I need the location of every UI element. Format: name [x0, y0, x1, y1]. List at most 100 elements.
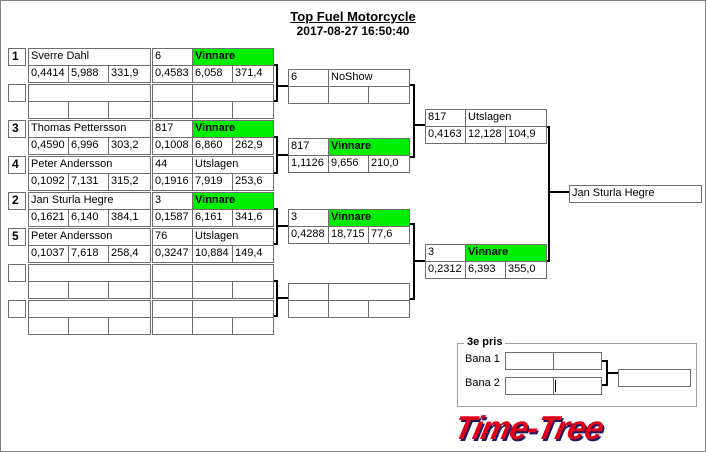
round1-result-number[interactable]: 3: [152, 192, 193, 210]
round3-result-status[interactable]: Vinnare: [465, 244, 547, 262]
round1-result-status[interactable]: Utslagen: [192, 156, 274, 174]
round1-result-status[interactable]: [192, 300, 274, 318]
entry-reaction-time[interactable]: 0,4414: [28, 65, 69, 83]
round1-result-speed[interactable]: 262,9: [232, 137, 274, 155]
round1-result-reaction-time[interactable]: 0,3247: [152, 245, 193, 263]
round3-result-reaction-time[interactable]: 0,2312: [425, 261, 466, 279]
round2-result-status[interactable]: Vinnare: [328, 138, 410, 156]
round1-result-speed[interactable]: 341,6: [232, 209, 274, 227]
racer-name[interactable]: Jan Sturla Hegre: [28, 192, 151, 210]
round1-result-number[interactable]: 44: [152, 156, 193, 174]
racer-name[interactable]: [28, 84, 151, 102]
third-place-result-field[interactable]: [618, 369, 691, 387]
racer-name[interactable]: [28, 264, 151, 282]
round2-result-speed[interactable]: [368, 86, 410, 104]
entry-reaction-time[interactable]: 0,1037: [28, 245, 69, 263]
round2-result-number[interactable]: 817: [288, 138, 329, 156]
round2-result-number[interactable]: 6: [288, 69, 329, 87]
round1-result-speed[interactable]: [232, 101, 274, 119]
entry-reaction-time[interactable]: 0,1621: [28, 209, 69, 227]
lane2-field-a[interactable]: [505, 377, 554, 395]
round2-result-reaction-time[interactable]: 1,1126: [288, 155, 329, 173]
round2-result-elapsed-time[interactable]: 9,656: [328, 155, 369, 173]
round2-result-status[interactable]: NoShow: [328, 69, 410, 87]
entry-elapsed-time[interactable]: 6,996: [68, 137, 109, 155]
entry-reaction-time[interactable]: 0,1092: [28, 173, 69, 191]
entry-speed[interactable]: 303,2: [108, 137, 151, 155]
round2-result-speed[interactable]: [368, 300, 410, 318]
round1-result-status[interactable]: [192, 84, 274, 102]
seed-box[interactable]: [8, 300, 26, 318]
round1-result-speed[interactable]: 253,6: [232, 173, 274, 191]
round3-result-speed[interactable]: 355,0: [505, 261, 547, 279]
round1-result-reaction-time[interactable]: 0,1008: [152, 137, 193, 155]
round1-result-number[interactable]: [152, 264, 193, 282]
racer-name[interactable]: Thomas Pettersson: [28, 120, 151, 138]
round3-result-status[interactable]: Utslagen: [465, 109, 547, 127]
round1-result-elapsed-time[interactable]: [192, 281, 233, 299]
round1-result-status[interactable]: Utslagen: [192, 228, 274, 246]
seed-box[interactable]: 3: [8, 120, 26, 138]
seed-box[interactable]: 2: [8, 192, 26, 210]
round1-result-elapsed-time[interactable]: [192, 101, 233, 119]
final-winner-field[interactable]: Jan Sturla Hegre: [569, 185, 702, 203]
entry-speed[interactable]: 315,2: [108, 173, 151, 191]
seed-box[interactable]: [8, 264, 26, 282]
lane2-field-b[interactable]: [553, 377, 602, 395]
round1-result-status[interactable]: Vinnare: [192, 48, 274, 66]
round1-result-elapsed-time[interactable]: [192, 317, 233, 335]
round1-result-elapsed-time[interactable]: 7,919: [192, 173, 233, 191]
round2-result-number[interactable]: 3: [288, 209, 329, 227]
seed-box[interactable]: 1: [8, 48, 26, 66]
entry-elapsed-time[interactable]: 7,131: [68, 173, 109, 191]
entry-speed[interactable]: 331,9: [108, 65, 151, 83]
entry-speed[interactable]: [108, 317, 151, 335]
round3-result-number[interactable]: 3: [425, 244, 466, 262]
lane1-field-b[interactable]: [553, 352, 602, 370]
round2-result-status[interactable]: Vinnare: [328, 209, 410, 227]
racer-name[interactable]: [28, 300, 151, 318]
lane1-field-a[interactable]: [505, 352, 554, 370]
round1-result-number[interactable]: [152, 300, 193, 318]
round1-result-reaction-time[interactable]: 0,1916: [152, 173, 193, 191]
round1-result-elapsed-time[interactable]: 6,860: [192, 137, 233, 155]
round1-result-reaction-time[interactable]: [152, 317, 193, 335]
round1-result-number[interactable]: 817: [152, 120, 193, 138]
entry-elapsed-time[interactable]: 6,140: [68, 209, 109, 227]
round1-result-number[interactable]: 76: [152, 228, 193, 246]
round2-result-reaction-time[interactable]: [288, 86, 329, 104]
entry-speed[interactable]: 258,4: [108, 245, 151, 263]
round1-result-speed[interactable]: 371,4: [232, 65, 274, 83]
seed-box[interactable]: 5: [8, 228, 26, 246]
round1-result-number[interactable]: [152, 84, 193, 102]
round1-result-reaction-time[interactable]: [152, 101, 193, 119]
entry-reaction-time[interactable]: [28, 281, 69, 299]
entry-elapsed-time[interactable]: 5,988: [68, 65, 109, 83]
round2-result-speed[interactable]: 210,0: [368, 155, 410, 173]
round2-result-elapsed-time[interactable]: [328, 300, 369, 318]
racer-name[interactable]: Peter Andersson: [28, 228, 151, 246]
racer-name[interactable]: Peter Andersson: [28, 156, 151, 174]
round1-result-reaction-time[interactable]: [152, 281, 193, 299]
round2-result-status[interactable]: [328, 283, 410, 301]
seed-box[interactable]: 4: [8, 156, 26, 174]
entry-speed[interactable]: [108, 101, 151, 119]
round1-result-reaction-time[interactable]: 0,4583: [152, 65, 193, 83]
round2-result-elapsed-time[interactable]: [328, 86, 369, 104]
entry-elapsed-time[interactable]: [68, 281, 109, 299]
round1-result-elapsed-time[interactable]: 10,884: [192, 245, 233, 263]
round1-result-number[interactable]: 6: [152, 48, 193, 66]
entry-reaction-time[interactable]: 0,4590: [28, 137, 69, 155]
entry-elapsed-time[interactable]: [68, 317, 109, 335]
round3-result-elapsed-time[interactable]: 6,393: [465, 261, 506, 279]
round2-result-reaction-time[interactable]: 0,4288: [288, 226, 329, 244]
seed-box[interactable]: [8, 84, 26, 102]
round1-result-elapsed-time[interactable]: 6,161: [192, 209, 233, 227]
round1-result-reaction-time[interactable]: 0,1587: [152, 209, 193, 227]
round3-result-elapsed-time[interactable]: 12,128: [465, 126, 506, 144]
racer-name[interactable]: Sverre Dahl: [28, 48, 151, 66]
round1-result-elapsed-time[interactable]: 6,058: [192, 65, 233, 83]
round1-result-speed[interactable]: 149,4: [232, 245, 274, 263]
round2-result-elapsed-time[interactable]: 18,715: [328, 226, 369, 244]
entry-elapsed-time[interactable]: 7,618: [68, 245, 109, 263]
